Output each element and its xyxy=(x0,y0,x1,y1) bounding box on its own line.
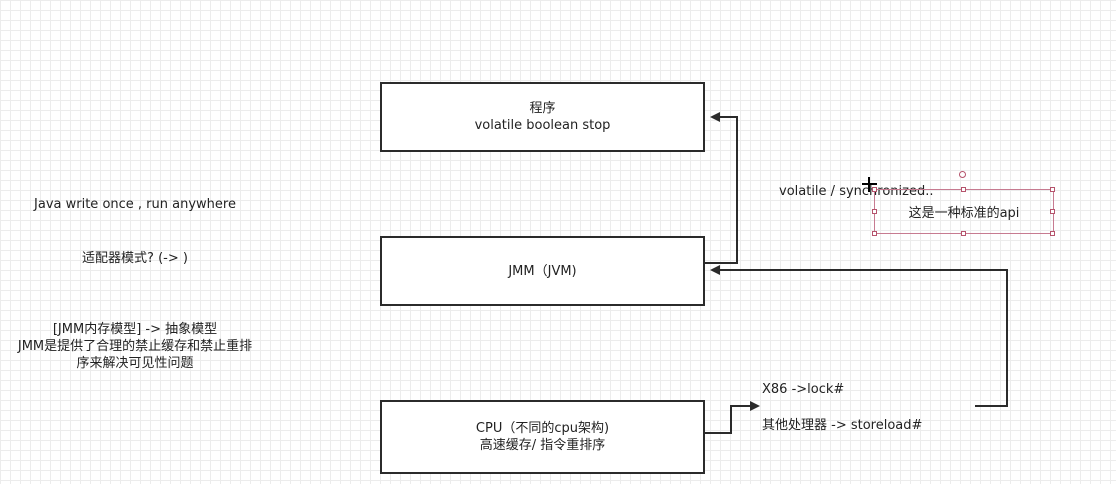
volatile-note[interactable]: volatile / synchronized.. xyxy=(779,184,934,199)
cpu-box-title: CPU（不同的cpu架构) xyxy=(475,421,610,436)
resize-handle-ne[interactable] xyxy=(1050,187,1055,192)
arrow-jmm-to-program[interactable] xyxy=(705,112,738,264)
x86-note[interactable]: X86 ->lock# xyxy=(762,382,845,397)
jmm-box[interactable]: JMM（JVM) xyxy=(380,236,705,306)
resize-handle-nw[interactable] xyxy=(872,187,877,192)
resize-handle-w[interactable] xyxy=(872,209,877,214)
arrow-cpu-to-x86[interactable] xyxy=(705,401,760,434)
resize-handle-sw[interactable] xyxy=(872,231,877,236)
program-box-title: 程序 xyxy=(529,101,556,116)
jmm-description-note[interactable]: [JMM内存模型] -> 抽象模型 JMM是提供了合理的禁止缓存和禁止重排 序来… xyxy=(0,321,270,372)
program-box[interactable]: 程序 volatile boolean stop xyxy=(380,82,705,152)
jmm-note-line2: JMM是提供了合理的禁止缓存和禁止重排 xyxy=(17,339,253,354)
java-note[interactable]: Java write once , run anywhere xyxy=(34,197,236,212)
program-box-code: volatile boolean stop xyxy=(474,118,611,133)
jmm-note-line1: [JMM内存模型] -> 抽象模型 xyxy=(52,322,218,337)
jmm-note-line3: 序来解决可见性问题 xyxy=(76,356,194,371)
crosshair-cursor-icon xyxy=(862,177,877,192)
adapter-note[interactable]: 适配器模式? (-> ) xyxy=(82,251,188,266)
standard-api-label: 这是一种标准的api xyxy=(908,206,1020,221)
other-processors-note[interactable]: 其他处理器 -> storeload# xyxy=(762,418,923,433)
resize-handle-se[interactable] xyxy=(1050,231,1055,236)
cpu-box-subtitle: 高速缓存/ 指令重排序 xyxy=(479,438,606,453)
standard-api-textbox[interactable]: 这是一种标准的api xyxy=(874,189,1054,234)
cpu-box[interactable]: CPU（不同的cpu架构) 高速缓存/ 指令重排序 xyxy=(380,400,705,474)
arrow-processors-to-jmm[interactable] xyxy=(710,265,1008,407)
resize-handle-n[interactable] xyxy=(961,187,966,192)
rotate-handle[interactable] xyxy=(959,171,966,178)
resize-handle-e[interactable] xyxy=(1050,209,1055,214)
resize-handle-s[interactable] xyxy=(961,231,966,236)
jmm-box-label: JMM（JVM) xyxy=(508,263,577,279)
